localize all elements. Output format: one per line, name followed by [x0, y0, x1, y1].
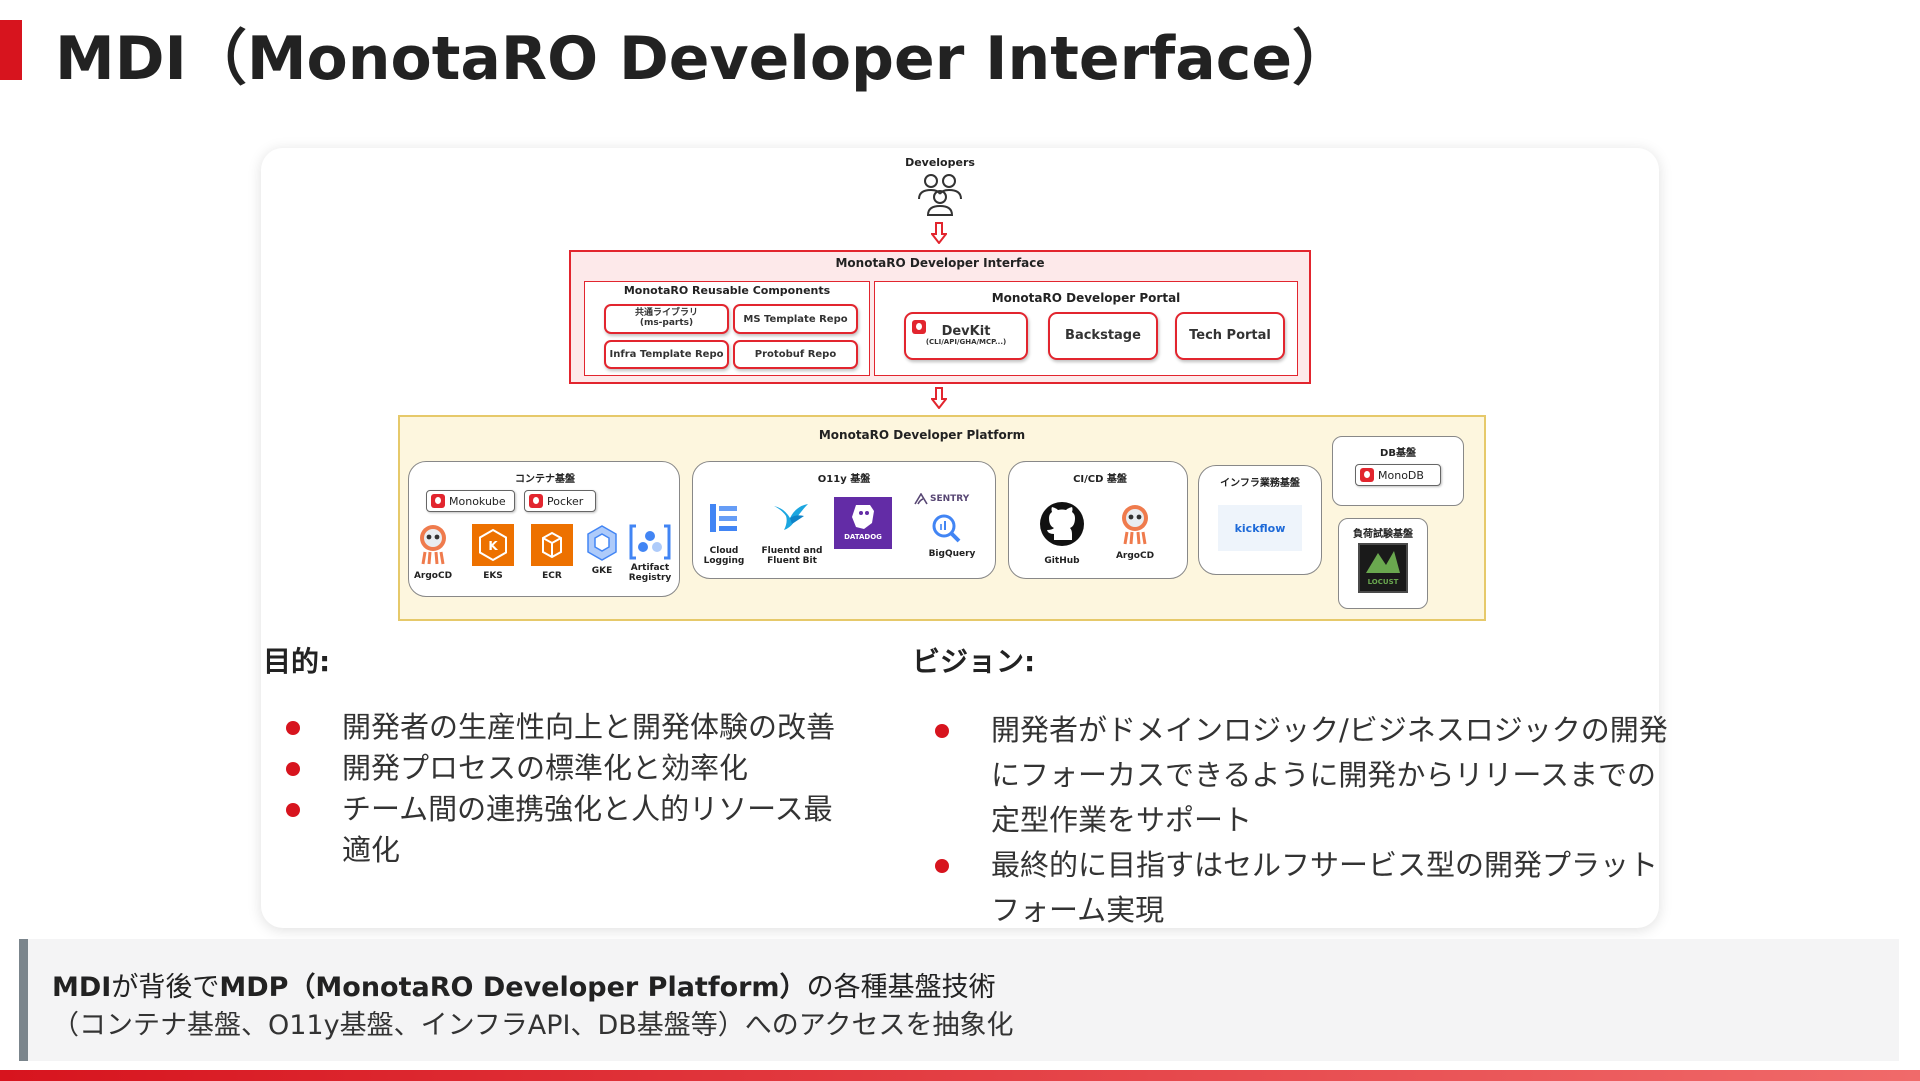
vision-item: 最終的に目指すはセルフサービス型の開発プラットフォーム実現 — [911, 843, 1671, 933]
mdp-title: MonotaRO Developer Platform — [818, 428, 1026, 442]
arrow-down-icon — [931, 222, 947, 244]
container-group-title: コンテナ基盤 — [515, 474, 575, 485]
cloud-logging-icon — [710, 504, 737, 532]
datadog-label: DATADOG — [844, 533, 882, 541]
datadog-icon — [852, 505, 874, 529]
svg-text:K: K — [488, 539, 498, 553]
developer-portal-title: MonotaRO Developer Portal — [991, 291, 1181, 305]
reusable-item-protobuf-repo: Protobuf Repo — [733, 340, 858, 369]
purpose-heading: 目的: — [263, 645, 331, 678]
fluentd-icon — [774, 504, 808, 530]
arrow-down-icon — [931, 387, 947, 409]
cicd-group — [1008, 461, 1188, 579]
backstage-box: Backstage — [1048, 312, 1158, 360]
locust-logo: LOCUST — [1358, 543, 1408, 593]
locust-label: LOCUST — [1367, 578, 1399, 586]
footer-text: が背後で — [111, 972, 220, 1003]
reusable-item-ms-template-repo: MS Template Repo — [733, 304, 858, 334]
monotaro-logo-icon — [529, 494, 543, 508]
bigquery-label: BigQuery — [928, 549, 976, 559]
reusable-item-infra-template-repo: Infra Template Repo — [604, 340, 729, 369]
bigquery-icon — [932, 514, 961, 543]
db-group-title: DB基盤 — [1380, 448, 1416, 459]
bottom-accent-bar — [0, 1070, 1920, 1081]
footer-line-2: （コンテナ基盤、O11y基盤、インフラAPI、DB基盤等）へのアクセスを抽象化 — [52, 1010, 1014, 1041]
developers-icon — [918, 174, 962, 216]
reusable-item-ms-parts: 共通ライブラリ (ms-parts) — [604, 304, 729, 334]
gke-label: GKE — [591, 566, 613, 576]
purpose-item: チーム間の連携強化と人的リソース最適化 — [262, 789, 842, 871]
locust-icon — [1366, 551, 1400, 573]
artifact-registry-label: Artifact Registry — [628, 563, 672, 584]
footer-text: の各種基盤技術 — [806, 972, 996, 1003]
datadog-logo: DATADOG — [834, 497, 892, 549]
footer-note: MDIが背後でMDP（MonotaRO Developer Platform）の… — [19, 939, 1899, 1061]
eks-label: EKS — [483, 571, 503, 581]
footer-mdi: MDI — [52, 972, 112, 1003]
fluentd-label: Fluentd and Fluent Bit — [761, 546, 823, 567]
argocd-label: ArgoCD — [1115, 551, 1155, 561]
devkit-box: DevKit (CLI/API/GHA/MCP...) — [904, 312, 1028, 360]
vision-list: 開発者がドメインロジック/ビジネスロジックの開発にフォーカスできるように開発から… — [911, 708, 1671, 933]
cicd-group-title: CI/CD 基盤 — [1073, 474, 1127, 485]
argocd-icon — [1122, 505, 1148, 545]
devkit-sublabel: (CLI/API/GHA/MCP...) — [925, 338, 1007, 347]
sentry-icon — [914, 493, 928, 505]
purpose-item: 開発者の生産性向上と開発体験の改善 — [262, 707, 842, 748]
footer-mdp: MDP（MonotaRO Developer Platform） — [219, 972, 807, 1003]
purpose-list: 開発者の生産性向上と開発体験の改善 開発プロセスの標準化と効率化 チーム間の連携… — [262, 707, 842, 871]
eks-icon: K — [472, 524, 514, 566]
artifact-registry-icon — [629, 524, 671, 560]
footer-line-1: MDIが背後でMDP（MonotaRO Developer Platform）の… — [52, 965, 996, 1004]
reusable-components-title: MonotaRO Reusable Components — [623, 284, 831, 297]
kickflow-logo: kickflow — [1218, 505, 1302, 551]
vision-item: 開発者がドメインロジック/ビジネスロジックの開発にフォーカスできるように開発から… — [911, 708, 1671, 843]
page-title: MDI（MonotaRO Developer Interface） — [55, 24, 1353, 94]
pocker-tag: Pocker — [524, 490, 596, 512]
o11y-group-title: O11y 基盤 — [817, 474, 871, 485]
devkit-label: DevKit — [941, 324, 991, 339]
monodb-label: MonoDB — [1378, 468, 1424, 482]
purpose-item: 開発プロセスの標準化と効率化 — [262, 748, 842, 789]
sentry-logo: SENTRY — [914, 492, 984, 506]
load-test-group-title: 負荷試験基盤 — [1353, 529, 1413, 540]
monodb-tag: MonoDB — [1355, 464, 1441, 486]
argocd-label: ArgoCD — [413, 571, 453, 581]
monotaro-logo-icon — [431, 494, 445, 508]
monokube-label: Monokube — [449, 494, 506, 508]
gke-icon — [587, 525, 617, 561]
developers-label: Developers — [905, 156, 975, 169]
monokube-tag: Monokube — [426, 490, 515, 512]
mdi-title: MonotaRO Developer Interface — [835, 256, 1045, 270]
title-accent-bar — [0, 20, 22, 80]
monotaro-logo-icon — [912, 320, 926, 334]
github-label: GitHub — [1044, 556, 1080, 566]
vision-heading: ビジョン: — [912, 645, 1036, 678]
pocker-label: Pocker — [547, 494, 584, 508]
tech-portal-box: Tech Portal — [1175, 312, 1285, 360]
ecr-label: ECR — [542, 571, 562, 581]
github-icon — [1040, 502, 1084, 546]
sentry-label: SENTRY — [930, 494, 970, 504]
infra-group-title: インフラ業務基盤 — [1220, 478, 1300, 489]
ecr-icon — [531, 524, 573, 566]
monotaro-logo-icon — [1360, 468, 1374, 482]
argocd-icon — [420, 525, 446, 565]
cloud-logging-label: Cloud Logging — [703, 546, 745, 567]
